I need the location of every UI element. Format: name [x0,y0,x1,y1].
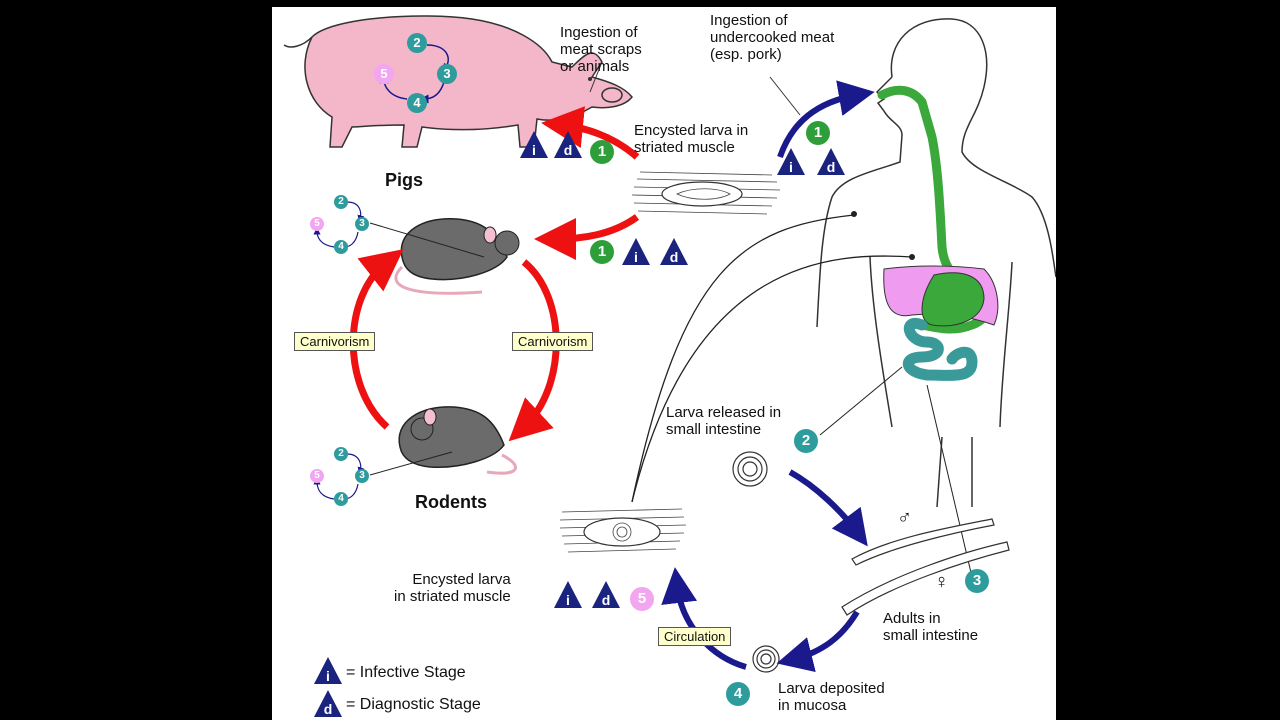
rodent-bottom-stage-4: 4 [334,492,348,506]
trichinella-life-cycle-diagram: i d i d i d i d i d 1 1 1 2 3 4 5 2 3 4 … [272,7,1056,720]
tri-letter: d [670,249,679,265]
pig-stage-2: 2 [407,33,427,53]
rodent-top-stage-2: 2 [334,195,348,209]
label-carnivorism-right: Carnivorism [512,332,594,351]
tri-letter: i [532,142,536,158]
rodent-bottom-stage-5: 5 [310,469,324,483]
label-carnivorism-left: Carnivorism [294,332,376,351]
legend-infective-text: = Infective Stage [346,664,466,681]
rat-illustration-bottom [398,406,517,475]
triangle-icons [314,131,845,717]
stage-1-rodent: 1 [590,240,614,264]
stage-1-human: 1 [806,121,830,145]
rodent-bottom-stage-3: 3 [355,469,369,483]
label-circulation: Circulation [658,627,732,646]
stage-4: 4 [726,682,750,706]
legend-diagnostic-letter: d [324,701,333,717]
label-encysted-top: Encysted larva in striated muscle [634,122,749,156]
diagram-artwork: i d i d i d i d i d [283,15,1056,717]
stage-3: 3 [965,569,989,593]
tri-letter: d [827,159,836,175]
adult-worms [841,518,1010,616]
label-ingestion-scraps: Ingestion of meat scraps or animals [560,24,642,75]
stage-1-pig: 1 [590,140,614,164]
tri-letter: i [634,249,638,265]
tri-letter: i [566,592,570,608]
label-pigs: Pigs [385,170,424,190]
coiled-larva-released [732,451,768,487]
label-encysted-bottom: Encysted larva in striated muscle [394,571,511,605]
muscle-tissue-top [631,171,781,215]
tri-letter: d [564,142,573,158]
rodent-top-stage-4: 4 [334,240,348,254]
female-symbol: ♀ [934,571,949,593]
tri-letter: i [789,159,793,175]
rodent-top-stage-5: 5 [310,217,324,231]
rodent-top-stage-3: 3 [355,217,369,231]
label-larva-deposited: Larva deposited in mucosa [778,680,885,714]
stage-2: 2 [794,429,818,453]
label-larva-released: Larva released in small intestine [666,404,782,438]
rodent-bottom-stage-2: 2 [334,447,348,461]
label-rodents: Rodents [415,492,487,512]
legend-diagnostic-text: = Diagnostic Stage [346,696,481,713]
pig-stage-3: 3 [437,64,457,84]
tri-letter: d [602,592,611,608]
label-ingestion-undercooked: Ingestion of undercooked meat (esp. pork… [710,12,835,63]
rat-illustration-top [394,218,520,295]
stage-5: 5 [630,587,654,611]
legend-infective-letter: i [326,668,330,684]
male-symbol: ♂ [897,507,912,529]
label-adults: Adults in small intestine [883,610,979,644]
coiled-larva-deposited [752,645,780,673]
muscle-tissue-bottom [559,508,687,553]
pig-stage-4: 4 [407,93,427,113]
pig-stage-5: 5 [374,64,394,84]
human-silhouette [816,18,1056,508]
